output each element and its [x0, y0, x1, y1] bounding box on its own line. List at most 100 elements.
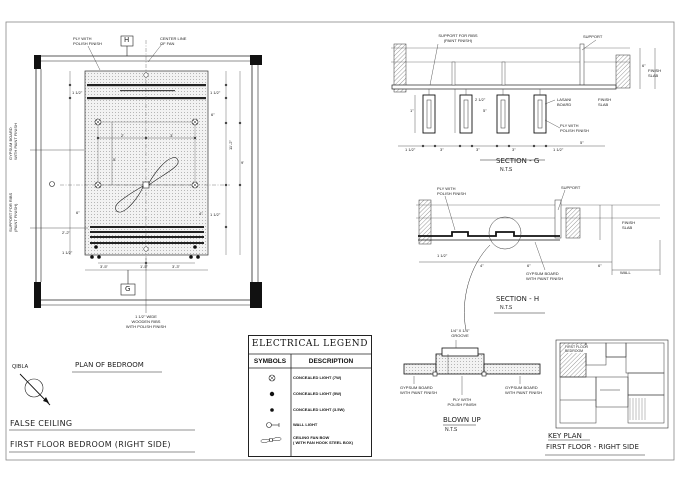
qibla-label: QIBLA [12, 364, 29, 370]
section-h-gypsum-line1: GYPSUM BOARD [526, 271, 559, 276]
dim-label: 5' [113, 157, 116, 162]
wooden-ribs-line3: WITH POLISH FINISH [125, 324, 167, 329]
concealed-light-5w-icon [269, 391, 275, 397]
sheet-title-line2: FIRST FLOOR BEDROOM (RIGHT SIDE) [10, 440, 171, 449]
section-g-title: SECTION - G [496, 157, 540, 165]
section-h-mark: H [124, 36, 130, 44]
section-h-drawing [416, 189, 661, 331]
dim-label: 3'-5" [100, 264, 108, 269]
section-g-dim: 2 1/2" [475, 97, 486, 102]
wooden-ribs-label: 1 1/2" WIDE WOODEN RIBS WITH POLISH FINI… [120, 314, 172, 329]
support-ribs-label: SUPPORT FOR RIBS (PAINT FINISH) [8, 193, 18, 232]
section-g-slab-label: FINISH SLAB [648, 68, 661, 78]
section-g-ply-line1: PLY WITH [560, 123, 579, 128]
key-plan-room-line1: FIRST FLOOR [565, 345, 589, 349]
section-h-gypsum-line2: WITH PAINT FINISH [526, 276, 563, 281]
dim-label: 6" [211, 112, 215, 117]
legend-title: ELECTRICAL LEGEND [251, 339, 369, 349]
section-h-ply-line2: POLISH FINISH [437, 191, 466, 196]
groove-line2: GROOVE [451, 333, 469, 338]
section-h-dim: 4" [480, 263, 484, 268]
section-g-slab-line2: SLAB [648, 73, 659, 78]
section-h-support-label: SUPPORT [561, 185, 581, 190]
lasani-board-line2: BOARD [557, 102, 572, 107]
section-h-dim: 1 1/2" [437, 253, 448, 258]
key-plan-drawing [548, 339, 669, 441]
legend-desc-wall-light: WALL LIGHT [293, 422, 318, 427]
blown-up-ply-label: PLY WITH POLISH FINISH [442, 397, 482, 407]
section-g-finish-slab-label: FINISH SLAB [598, 97, 611, 107]
fan-hook-box [142, 181, 150, 189]
key-plan-subtitle: FIRST FLOOR - RIGHT SIDE [546, 443, 639, 451]
blown-up-gypsum-right-line2: WITH PAINT FINISH [505, 390, 542, 395]
section-h-gypsum-label: GYPSUM BOARD WITH PAINT FINISH [526, 271, 563, 281]
section-h-wall-label: WALL [620, 270, 631, 275]
center-line-label-line1: CENTER LINE [160, 36, 187, 41]
blown-up-gypsum-left-line1: GYPSUM BOARD [400, 385, 433, 390]
section-h-slab-line1: FINISH [622, 220, 636, 225]
section-g-finish-line1: FINISH [598, 97, 612, 102]
section-g-dim: 3" [512, 147, 516, 152]
legend-col-symbols: SYMBOLS [253, 358, 287, 365]
gypsum-board-label-line2: WITH PAINT FINISH [13, 123, 18, 160]
groove-line1: 1/4" X 1/4" [450, 328, 470, 333]
electrical-legend: ELECTRICAL LEGEND SYMBOLS DESCRIPTION CO… [248, 335, 372, 457]
section-g-mark: G [125, 285, 131, 293]
ceiling-profile-h [418, 231, 560, 237]
section-h-dim: 6" [527, 263, 531, 268]
section-g-dim: 1" [410, 108, 414, 113]
concealed-light-3-5w-icon [270, 408, 274, 412]
dim-label: 4" [199, 211, 203, 216]
dim-label: 1 1/2" [72, 90, 83, 95]
section-h-scale: N.T.S [500, 305, 513, 311]
wooden-ribs-line1: 1 1/2" WIDE [135, 314, 157, 319]
blown-up-gypsum-right-label: GYPSUM BOARD WITH PAINT FINISH [505, 385, 542, 395]
key-plan-room-label: FIRST FLOOR BEDROOM [565, 345, 589, 353]
ceiling-board-g [391, 84, 617, 90]
wall-light-icon [266, 422, 280, 428]
dim-label: 1 1/2" [210, 90, 221, 95]
dim-label: 9' [241, 160, 244, 165]
sheet-title-line1: FALSE CEILING [10, 419, 73, 428]
wall-corner [34, 282, 41, 308]
section-g-dim: 1 1/2" [553, 147, 564, 152]
legend-col-description: DESCRIPTION [308, 358, 354, 365]
false-ceiling-area [84, 70, 209, 256]
legend-grid [249, 353, 371, 456]
qibla-north-arrow [19, 373, 51, 406]
support-ribs-label-line2: (PAINT FINISH) [13, 203, 18, 232]
section-h-ply-line1: PLY WITH [437, 186, 456, 191]
legend-desc-5w: CONCEALED LIGHT (5W) [293, 391, 342, 396]
blown-up-gypsum-left-line2: WITH PAINT FINISH [400, 390, 437, 395]
wooden-ribs-line2: WOODEN RIBS [131, 319, 161, 324]
dim-label: 11'-2" [228, 140, 233, 150]
dim-label: 3' [170, 133, 173, 138]
section-h-title: SECTION - H [496, 295, 540, 303]
section-g-dim: 3" [476, 147, 480, 152]
center-line-label-line2: OF FAN [160, 41, 175, 46]
center-line-label: CENTER LINE OF FAN [160, 36, 186, 46]
lasani-board-line1: LASANI [557, 97, 572, 102]
plan-title: PLAN OF BEDROOM [75, 361, 144, 369]
section-h-slab-line2: SLAB [622, 225, 633, 230]
blown-up-title: BLOWN UP [443, 416, 481, 424]
section-g-dim: 5" [580, 140, 584, 145]
ply-label-line2: POLISH FINISH [73, 41, 102, 46]
groove-label: 1/4" X 1/4" GROOVE [440, 328, 480, 338]
section-g-support-ribs-line2: (PAINT FINISH) [443, 38, 473, 43]
section-g-ply-line2: POLISH FINISH [560, 128, 589, 133]
wall-corner [250, 282, 262, 308]
ceiling-fan-icon [260, 437, 282, 443]
blown-up-ply-line1: PLY WITH [452, 397, 472, 402]
dim-label: 6" [76, 210, 80, 215]
section-g-finish-line2: SLAB [598, 102, 609, 107]
detail-callout [488, 216, 522, 250]
key-plan-title: KEY PLAN [548, 432, 582, 440]
section-g-dim: 5" [483, 108, 487, 113]
section-g-slab-line1: FINISH [648, 68, 662, 73]
section-g-drawing [391, 39, 656, 161]
wall-light-left [49, 181, 55, 187]
dim-label: 2'-2" [62, 230, 70, 235]
section-g-dim: 6" [642, 63, 646, 68]
